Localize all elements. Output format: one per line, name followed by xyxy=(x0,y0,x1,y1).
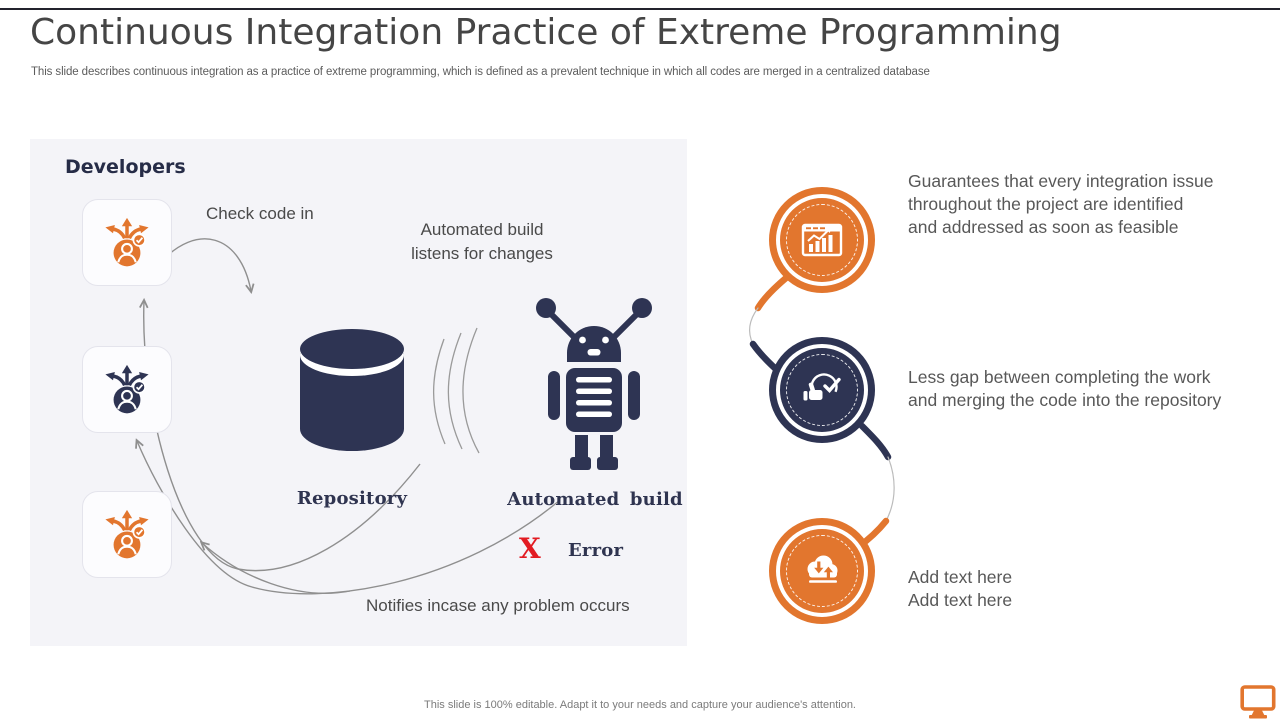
bar-chart-window-icon xyxy=(801,223,843,257)
milestone-circle-1 xyxy=(769,187,875,293)
database-cylinder-icon xyxy=(300,329,404,451)
check-code-in-label: Check code in xyxy=(206,204,314,223)
page-title: Continuous Integration Practice of Extre… xyxy=(30,12,1062,53)
developer-branch-icon xyxy=(105,364,149,413)
editable-note: This slide is 100% editable. Adapt it to… xyxy=(424,699,856,711)
notifies-label: Notifies incase any problem occurs xyxy=(366,596,630,615)
arrow-notify-dev3 xyxy=(202,543,351,594)
error-label: Error xyxy=(568,540,624,561)
developer-branch-icon xyxy=(105,217,149,266)
milestone-text-1: Guarantees that every integration issue … xyxy=(908,171,1214,237)
developer-card-2 xyxy=(82,346,172,433)
ci-diagram-panel: Developers xyxy=(30,139,687,646)
sound-waves-icon xyxy=(433,327,480,454)
cloud-transfer-icon xyxy=(807,555,838,583)
milestone-circle-2 xyxy=(769,337,875,443)
page-subtitle: This slide describes continuous integrat… xyxy=(31,66,930,78)
top-accent-line xyxy=(0,8,1280,10)
build-listens-label: Automated build listens for changes xyxy=(411,220,553,263)
x-mark-icon: X xyxy=(519,532,541,565)
automated-build-label: Automated build xyxy=(507,489,683,510)
robot-icon xyxy=(536,298,652,470)
developer-card-1 xyxy=(82,199,172,286)
thumbs-up-check-icon xyxy=(803,373,841,401)
milestone-circle-3 xyxy=(769,518,875,624)
milestone-text-2: Less gap between completing the work and… xyxy=(908,367,1222,410)
repository-label: Repository xyxy=(296,488,408,509)
developer-branch-icon xyxy=(105,509,149,558)
arrow-check-code-in xyxy=(159,238,251,291)
milestone-text-3: Add text here Add text here xyxy=(908,567,1013,610)
monitor-icon xyxy=(1240,685,1276,719)
developers-heading: Developers xyxy=(65,156,186,178)
developer-card-3 xyxy=(82,491,172,578)
